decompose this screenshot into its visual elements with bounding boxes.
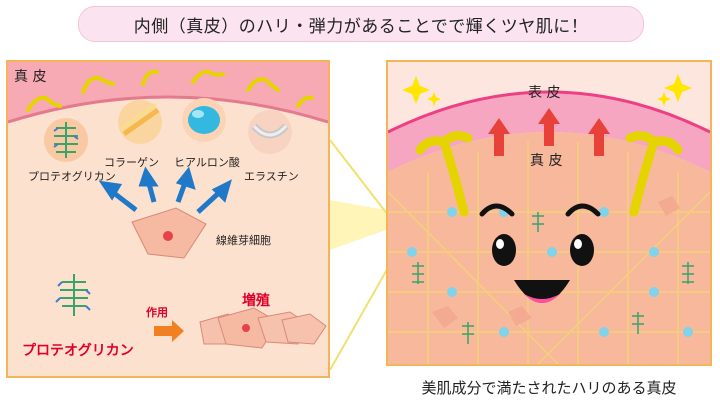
legend-proteoglycan-label: プロテオグリカン xyxy=(22,343,134,359)
action-label: 作用 xyxy=(146,306,168,319)
right-dermis-label: 真 皮 xyxy=(530,153,563,169)
right-skin-panel: 表 皮 真 皮 xyxy=(386,60,712,366)
proteoglycan-legend-icon xyxy=(55,274,91,316)
collagen-label: コラーゲン xyxy=(104,156,159,169)
hyaluronic-label: ヒアルロン酸 xyxy=(174,156,240,169)
elastin-label: エラスチン xyxy=(244,170,299,183)
headline-banner: 内側（真皮）のハリ・弾力があることでで輝くツヤ肌に！ xyxy=(78,6,644,42)
dermis-illustration xyxy=(8,62,328,349)
elastin-node xyxy=(248,110,292,154)
proliferated-cells xyxy=(199,307,327,349)
headline-text: 内側（真皮）のハリ・弾力があることでで輝くツヤ肌に！ xyxy=(133,16,589,37)
epidermis-label: 表 皮 xyxy=(528,85,561,101)
right-caption: 美肌成分で満たされたハリのある真皮 xyxy=(421,379,677,397)
skin-character-illustration xyxy=(388,62,710,364)
proteoglycan-label: プロテオグリカン xyxy=(28,170,116,183)
fibroblast-label: 線維芽細胞 xyxy=(216,234,271,247)
left-diagram-panel: 真 皮 プロテオグリカン コラーゲン ヒアルロン酸 エラスチン 線維芽細胞 プロ… xyxy=(6,60,330,378)
collagen-node xyxy=(118,100,162,144)
hyaluronic-node xyxy=(182,98,226,142)
proliferation-label: 増殖 xyxy=(242,293,270,309)
smiling-face xyxy=(479,203,601,303)
left-dermis-label: 真 皮 xyxy=(14,69,47,85)
fibroblast-cell xyxy=(131,207,207,259)
action-arrow xyxy=(154,320,184,342)
proteoglycan-node xyxy=(44,118,88,162)
